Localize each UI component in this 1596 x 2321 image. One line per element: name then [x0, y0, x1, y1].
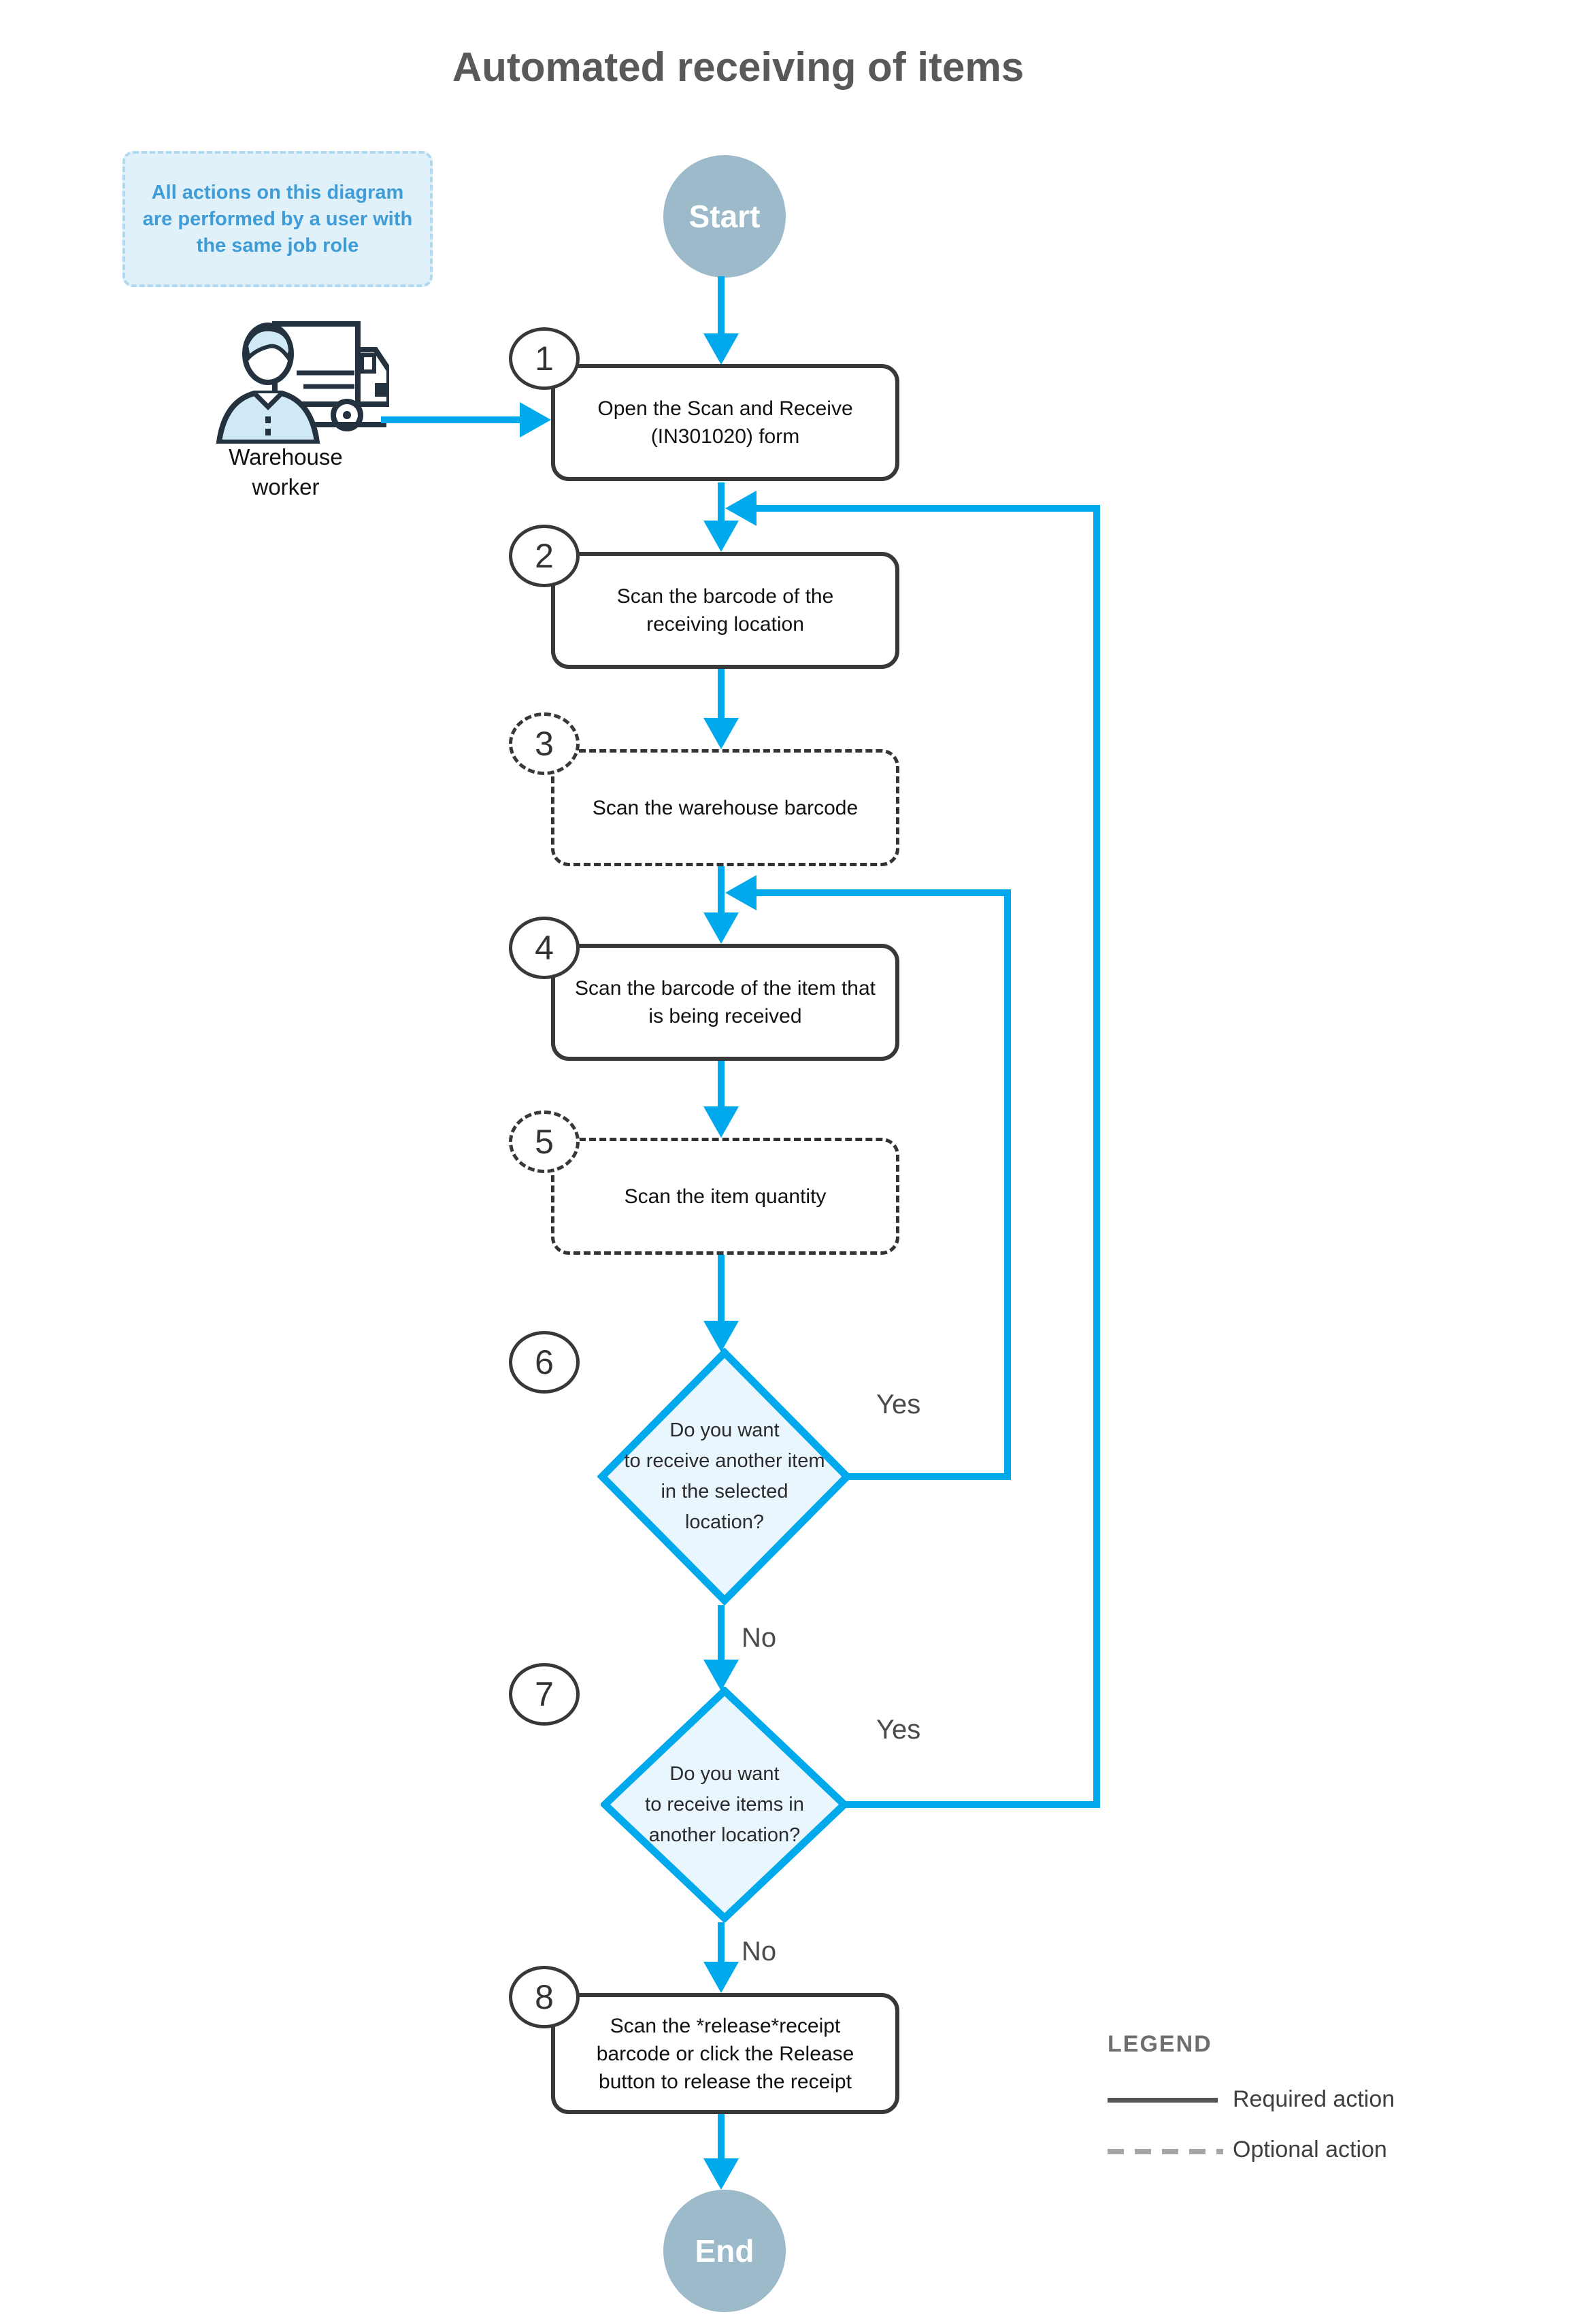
loop-inner-top-line	[757, 889, 1011, 896]
step-number-3: 3	[535, 725, 554, 763]
start-label: Start	[688, 199, 761, 234]
actor-label: Warehouse worker	[229, 444, 343, 499]
arrowhead-down-icon	[703, 1962, 739, 1993]
step-badge-3: 3	[509, 712, 580, 775]
page-title: Automated receiving of items	[452, 44, 1025, 90]
loop-outer-yes-line	[844, 1801, 1100, 1808]
step-box-8: Scan the *release*receipt barcode or cli…	[551, 1993, 899, 2114]
yes-label-6: Yes	[876, 1389, 921, 1419]
loop-outer-vertical-line	[1093, 505, 1100, 1808]
step-box-1: Open the Scan and Receive (IN301020) for…	[551, 364, 899, 481]
truck-icon	[272, 321, 389, 431]
legend-required-line-icon	[1108, 2098, 1218, 2103]
arrowhead-down-icon	[703, 1660, 739, 1691]
legend-required-label: Required action	[1233, 2086, 1395, 2112]
arrow-decision6-to-decision7	[718, 1605, 725, 1660]
decision-text-6: Do you want to receive another item in t…	[624, 1419, 825, 1533]
end-label: End	[695, 2233, 754, 2269]
arrowhead-down-icon	[703, 912, 739, 944]
step-box-5: Scan the item quantity	[551, 1138, 899, 1255]
step-text-4: Scan the barcode of the item that is bei…	[575, 977, 876, 1027]
step-box-2: Scan the barcode of the receiving locati…	[551, 552, 899, 669]
no-label-7: No	[742, 1937, 777, 1966]
decision-diamond-7	[601, 1687, 848, 1922]
note-text: All actions on this diagram are performe…	[142, 181, 413, 257]
step-badge-1: 1	[509, 327, 580, 390]
step-number-8: 8	[535, 1978, 554, 2016]
arrow-decision7-to-step8	[718, 1922, 725, 1962]
step-badge-4: 4	[509, 917, 580, 979]
step-text-1: Open the Scan and Receive (IN301020) for…	[597, 397, 853, 448]
loop-inner-yes-line	[848, 1473, 1011, 1480]
loop-outer-top-line	[757, 505, 1100, 512]
yes-label-7: Yes	[876, 1715, 921, 1745]
step-badge-6: 6	[509, 1331, 580, 1394]
step-box-3: Scan the warehouse barcode	[551, 749, 899, 866]
end-terminal: End	[663, 2190, 786, 2312]
step-number-1: 1	[535, 340, 554, 378]
loop-inner-vertical-line	[1004, 889, 1011, 1480]
start-terminal: Start	[663, 155, 786, 278]
step-text-2: Scan the barcode of the receiving locati…	[616, 585, 834, 636]
legend-optional-line-icon	[1108, 2149, 1223, 2154]
step-number-4: 4	[535, 929, 554, 967]
decision-diamond-6	[597, 1348, 852, 1605]
step-number-2: 2	[535, 537, 554, 575]
arrowhead-left-icon	[725, 491, 757, 526]
arrowhead-down-icon	[703, 718, 739, 749]
step-number-6: 6	[535, 1343, 554, 1381]
step-badge-7: 7	[509, 1663, 580, 1726]
warehouse-worker-truck-icon	[216, 321, 389, 444]
arrow-start-to-step1	[718, 276, 725, 333]
arrowhead-down-icon	[703, 2158, 739, 2190]
step-text-5: Scan the item quantity	[624, 1185, 827, 1208]
step-badge-5: 5	[509, 1110, 580, 1173]
step-number-5: 5	[535, 1123, 554, 1161]
arrow-step2-to-step3	[718, 669, 725, 718]
arrow-actor-to-step1	[381, 416, 520, 423]
arrowhead-down-icon	[703, 333, 739, 365]
arrow-step1-to-step2	[718, 482, 725, 521]
step-text-8: Scan the *release*receipt barcode or cli…	[596, 2014, 854, 2093]
step-badge-8: 8	[509, 1966, 580, 2028]
arrowhead-right-icon	[520, 402, 551, 438]
arrowhead-left-icon	[725, 875, 757, 910]
step-badge-2: 2	[509, 525, 580, 587]
no-label-6: No	[742, 1623, 777, 1653]
legend-title: LEGEND	[1108, 2031, 1212, 2057]
note-box: All actions on this diagram are performe…	[122, 151, 433, 287]
arrowhead-down-icon	[703, 1321, 739, 1352]
arrow-step8-to-end	[718, 2114, 725, 2158]
arrow-step3-to-step4	[718, 866, 725, 912]
step-number-7: 7	[535, 1675, 554, 1713]
step-text-3: Scan the warehouse barcode	[592, 796, 859, 819]
decision-text-7: Do you want to receive items in another …	[645, 1763, 804, 1846]
arrow-step4-to-step5	[718, 1061, 725, 1106]
arrowhead-down-icon	[703, 1106, 739, 1138]
legend-optional-label: Optional action	[1233, 2137, 1387, 2162]
person-icon	[216, 323, 320, 444]
arrow-step5-to-decision6	[718, 1255, 725, 1321]
step-box-4: Scan the barcode of the item that is bei…	[551, 944, 899, 1061]
